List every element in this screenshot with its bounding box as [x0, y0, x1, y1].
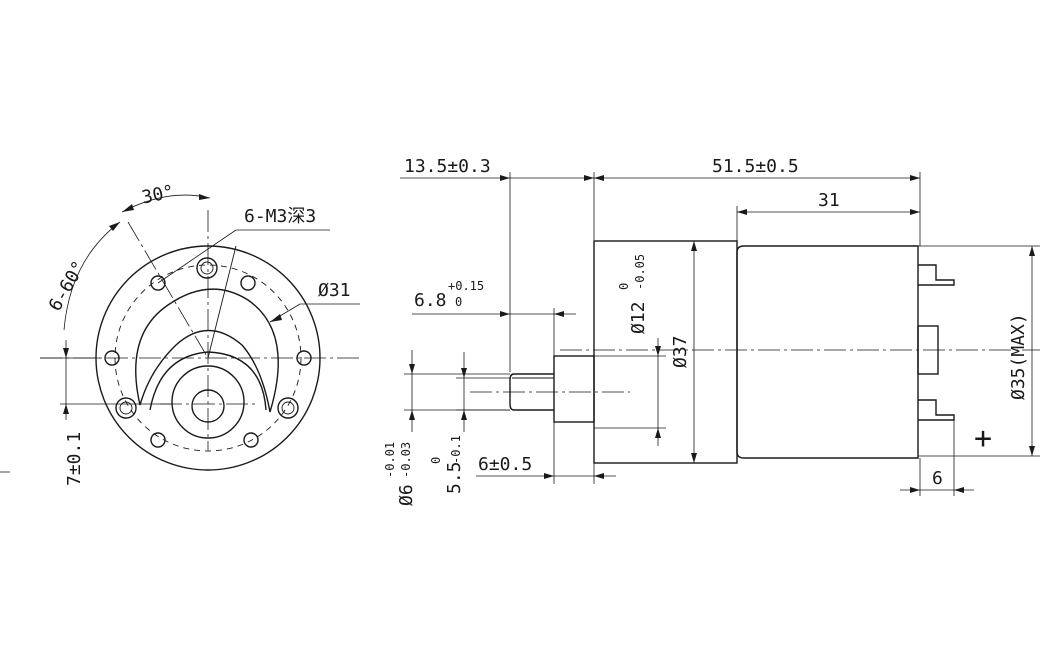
boss-dia-tol-lower: -0.05	[633, 254, 647, 290]
mounting-hole-thread	[200, 261, 214, 275]
flat-length-tol-lower: 0	[455, 295, 462, 309]
small-hole	[104, 350, 120, 366]
flat-length-base: 6.8	[414, 290, 447, 311]
output-shaft-circle	[191, 389, 225, 423]
motor-body	[736, 245, 919, 459]
front-pcd-circle	[114, 264, 302, 452]
angle-60-label: 6-60°	[45, 257, 90, 314]
mounting-holes	[104, 257, 312, 448]
flat-dim-base: 5.5	[444, 461, 465, 494]
hub-boss-arc	[149, 351, 267, 411]
mounting-hole-thread	[281, 401, 295, 415]
front-ray-to-hole	[207, 245, 237, 359]
mounting-hole	[277, 397, 299, 419]
boss	[553, 355, 595, 423]
front-diagonal-centerline	[127, 221, 209, 359]
terminal-length-label: 6	[932, 468, 943, 489]
terminal-bottom	[918, 399, 955, 421]
plus-sign: +	[974, 421, 992, 456]
offset-label: 7±0.1	[64, 432, 85, 486]
angle-60-arc	[63, 221, 121, 331]
shaft-length-label: 13.5±0.3	[404, 156, 491, 177]
mounting-hole-thread	[119, 401, 133, 415]
shaft-dia-tol-lower: -0.03	[399, 442, 413, 478]
pcd-label: Ø31	[318, 280, 351, 301]
small-hole	[243, 432, 259, 448]
gearbox-body	[593, 240, 738, 464]
small-hole	[150, 275, 166, 291]
motor-end-bump	[917, 325, 939, 375]
flat-dim-tol-lower: -0.1	[449, 435, 463, 464]
boss-dia-base: Ø12	[628, 301, 649, 334]
side-view: 13.5±0.3 51.5±0.5 31 6.8 +0.15 0 Ø12 0 -…	[383, 156, 1040, 506]
flat-length-tol-upper: +0.15	[448, 279, 484, 293]
small-hole	[240, 275, 256, 291]
flat-dim-tol-upper: 0	[429, 457, 443, 464]
terminal-top	[918, 264, 955, 286]
motor-dia-label: Ø35(MAX)	[1008, 313, 1029, 400]
mounting-hole	[115, 397, 137, 419]
small-hole	[296, 350, 312, 366]
output-hub-circle	[171, 365, 245, 439]
tapped-holes-leader	[157, 229, 237, 284]
angle-30-label: 30°	[140, 181, 176, 208]
motor-length-label: 31	[818, 190, 840, 211]
boss-length-label: 6±0.5	[478, 454, 532, 475]
shaft-dia-base: Ø6	[396, 484, 417, 506]
small-hole	[150, 432, 166, 448]
gearbox-dia-label: Ø37	[670, 335, 691, 368]
mounting-hole	[196, 257, 218, 279]
front-view: 30° 6-60° 6-M3深3 Ø31 7±0.1	[40, 181, 360, 486]
tapped-holes-label: 6-M3深3	[244, 206, 316, 227]
crescent-slot	[135, 288, 279, 413]
overall-length-label: 51.5±0.5	[712, 156, 799, 177]
shaft-dia-tol-upper: -0.01	[383, 442, 397, 478]
boss-dia-tol-upper: 0	[617, 283, 631, 290]
